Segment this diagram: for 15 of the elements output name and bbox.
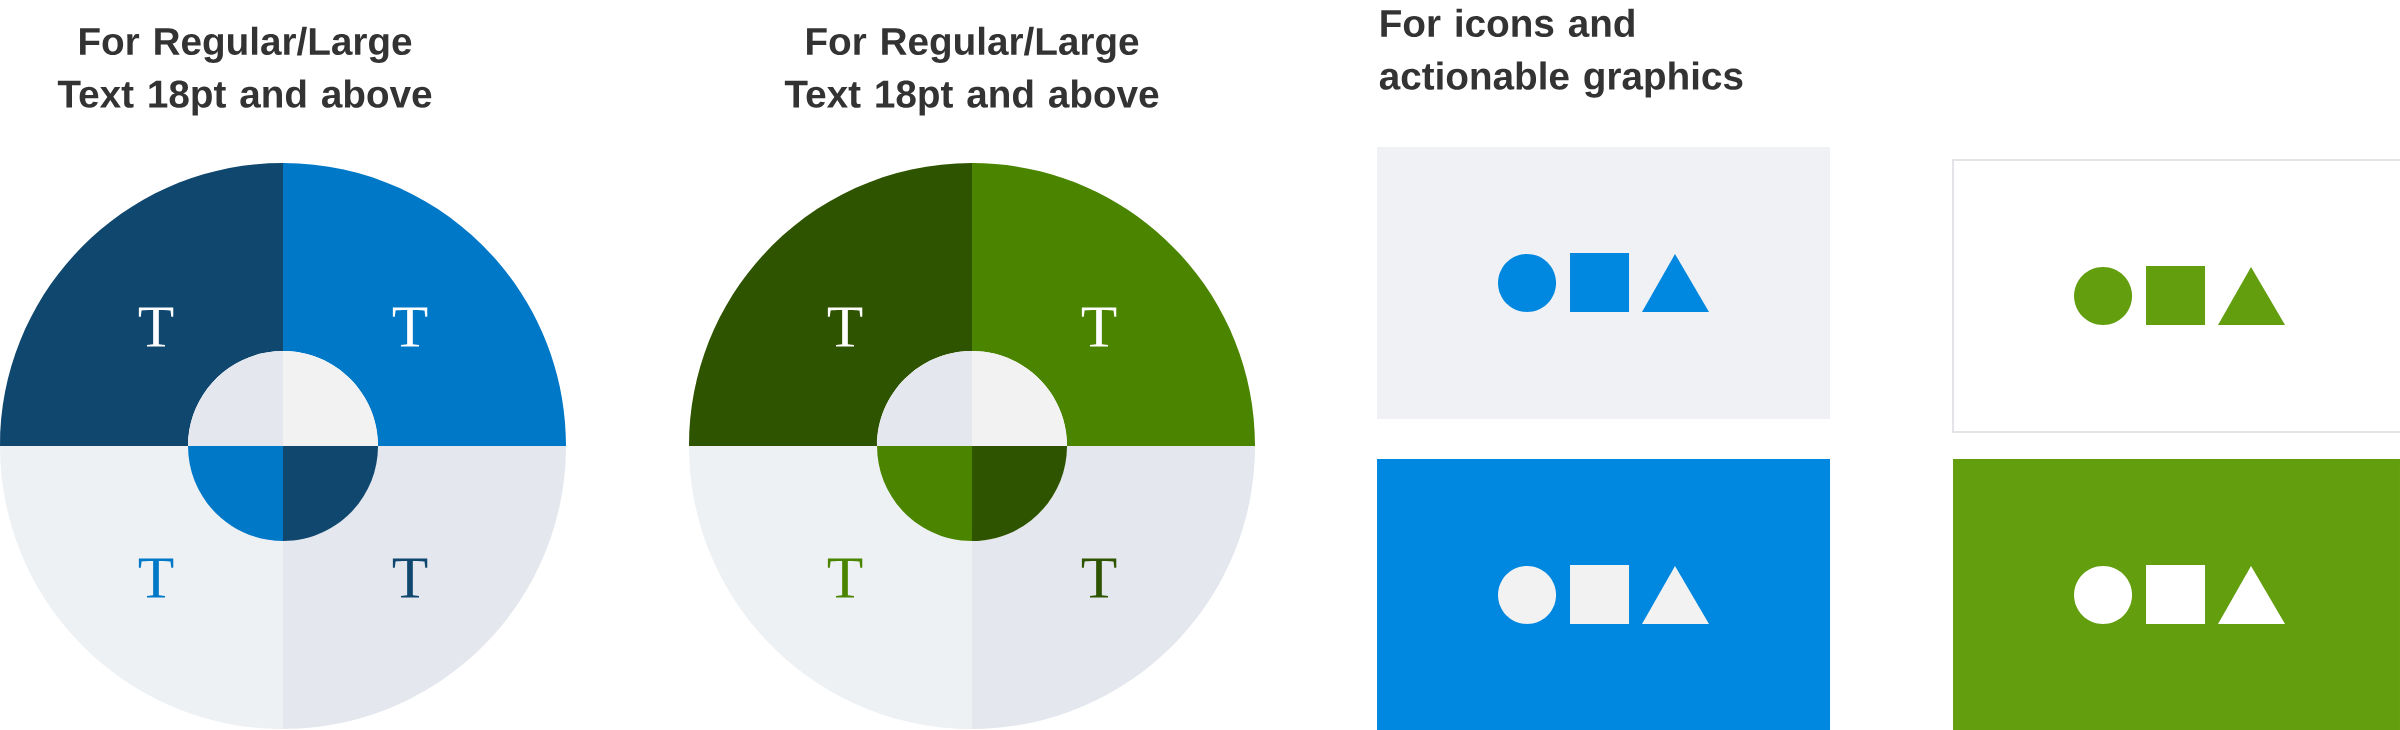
quadrant: T [0, 163, 283, 446]
quadrant: T [689, 446, 972, 729]
quadrant: T [0, 446, 283, 729]
quadrant: T [689, 163, 972, 446]
quadrant: T [972, 163, 1256, 446]
sample-card [1377, 147, 1831, 419]
quadrant: T [283, 163, 566, 446]
sample-card [1951, 158, 2400, 434]
sample-card [1953, 459, 2400, 730]
heading: For Regular/Large Text 18pt and above [784, 26, 1159, 116]
quadrant: T [972, 446, 1256, 729]
sample-card [1377, 459, 1831, 730]
quadrant: T [283, 446, 566, 729]
heading: For Regular/Large Text 18pt and above [57, 26, 432, 116]
heading: For icons and actionable graphics [1379, 8, 1743, 98]
